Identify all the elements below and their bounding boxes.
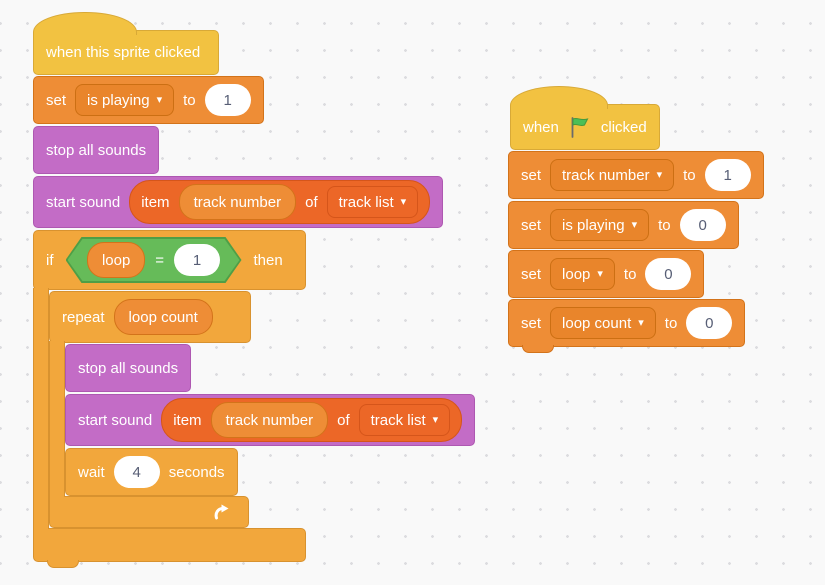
variable-dropdown-loop[interactable]: loop ▾: [550, 258, 615, 290]
item-of-list-reporter[interactable]: item track number of track list ▾: [129, 180, 431, 224]
block-start-sound-nested[interactable]: start sound item track number of track l…: [65, 394, 476, 446]
hat-dome: [510, 86, 608, 109]
value-input[interactable]: 0: [679, 209, 726, 241]
equals-operator[interactable]: loop = 1: [65, 237, 242, 283]
variable-reporter-loop[interactable]: loop: [86, 242, 146, 278]
set-label: set: [521, 265, 542, 283]
list-dropdown-track-list[interactable]: track list ▾: [326, 186, 419, 218]
block-set-is-playing-1[interactable]: set is playing ▾ to 1: [33, 76, 264, 124]
block-label: stop all sounds: [46, 141, 147, 159]
to-label: to: [623, 265, 637, 283]
value-input[interactable]: 1: [174, 244, 221, 276]
chevron-down-icon: ▾: [156, 93, 163, 106]
block-wait-seconds[interactable]: wait 4 seconds: [65, 448, 238, 496]
repeat-label: repeat: [62, 308, 105, 326]
value-input[interactable]: 1: [704, 159, 751, 191]
dropdown-value: track number: [562, 166, 650, 184]
value-input[interactable]: 1: [204, 84, 251, 116]
block-label: start sound: [46, 193, 121, 211]
chevron-down-icon: ▾: [400, 195, 407, 208]
dropdown-value: track list: [370, 411, 426, 429]
equals-sign: =: [155, 251, 165, 269]
block-set-loop-0[interactable]: set loop ▾ to 0: [508, 250, 705, 298]
block-if-header[interactable]: if loop = 1 then: [33, 230, 306, 290]
chevron-down-icon: ▾: [638, 316, 644, 329]
repeat-bottom-arm: [49, 496, 249, 528]
variable-reporter-track-number[interactable]: track number: [178, 184, 297, 220]
set-label: set: [46, 91, 67, 109]
block-when-sprite-clicked[interactable]: when this sprite clicked: [33, 12, 219, 75]
block-label: start sound: [78, 411, 153, 429]
hat-label: when this sprite clicked: [46, 44, 201, 61]
chevron-down-icon: ▾: [432, 413, 439, 426]
if-label: if: [46, 251, 54, 269]
block-stop-all-sounds[interactable]: stop all sounds: [33, 126, 160, 174]
block-repeat-header[interactable]: repeat loop count: [49, 291, 251, 343]
green-flag-icon: [571, 117, 589, 138]
variable-reporter-track-number[interactable]: track number: [210, 402, 329, 438]
variable-reporter-loop-count[interactable]: loop count: [113, 299, 213, 335]
chevron-down-icon: ▾: [631, 218, 638, 231]
block-set-loop-count-0[interactable]: set loop count ▾ to 0: [508, 299, 746, 353]
list-dropdown-track-list[interactable]: track list ▾: [358, 404, 451, 436]
block-set-is-playing-0[interactable]: set is playing ▾ to 0: [508, 201, 739, 249]
wait-label: wait: [78, 463, 105, 481]
item-label: item: [173, 411, 202, 429]
dropdown-value: loop: [562, 265, 591, 283]
set-label: set: [521, 216, 542, 234]
if-bottom-arm: [33, 528, 306, 568]
dropdown-value: track list: [338, 193, 394, 211]
variable-dropdown-track-number[interactable]: track number ▾: [550, 159, 675, 191]
chevron-down-icon: ▾: [597, 267, 603, 280]
dropdown-value: is playing: [562, 216, 625, 234]
value-input[interactable]: 0: [686, 307, 733, 339]
seconds-label: seconds: [168, 463, 225, 481]
value-input[interactable]: 4: [113, 456, 160, 488]
hat-dome: [33, 12, 137, 35]
item-of-list-reporter[interactable]: item track number of track list ▾: [161, 398, 463, 442]
block-set-track-number[interactable]: set track number ▾ to 1: [508, 151, 764, 199]
block-stop-all-sounds-nested[interactable]: stop all sounds: [65, 344, 192, 392]
to-label: to: [658, 216, 671, 234]
block-when-flag-clicked[interactable]: when clicked: [510, 86, 660, 150]
to-label: to: [664, 314, 678, 332]
set-label: set: [521, 166, 542, 184]
to-label: to: [683, 166, 696, 184]
clicked-label: clicked: [600, 118, 647, 136]
loop-arrow-icon: [214, 504, 229, 520]
if-c-spine: [33, 288, 49, 529]
dropdown-value: loop count: [562, 314, 632, 332]
block-label: stop all sounds: [78, 359, 179, 377]
block-start-sound[interactable]: start sound item track number of track l…: [33, 176, 444, 228]
then-label: then: [253, 251, 283, 269]
repeat-c-spine: [49, 341, 65, 497]
variable-dropdown-is-playing[interactable]: is playing ▾: [75, 84, 175, 116]
variable-dropdown-is-playing[interactable]: is playing ▾: [550, 209, 650, 241]
of-label: of: [337, 411, 350, 429]
when-label: when: [523, 118, 559, 136]
variable-dropdown-loop-count[interactable]: loop count ▾: [550, 307, 656, 339]
item-label: item: [141, 193, 170, 211]
value-input[interactable]: 0: [645, 258, 692, 290]
dropdown-value: is playing: [87, 91, 150, 109]
of-label: of: [305, 193, 318, 211]
chevron-down-icon: ▾: [656, 168, 663, 181]
to-label: to: [183, 91, 196, 109]
set-label: set: [521, 314, 542, 332]
